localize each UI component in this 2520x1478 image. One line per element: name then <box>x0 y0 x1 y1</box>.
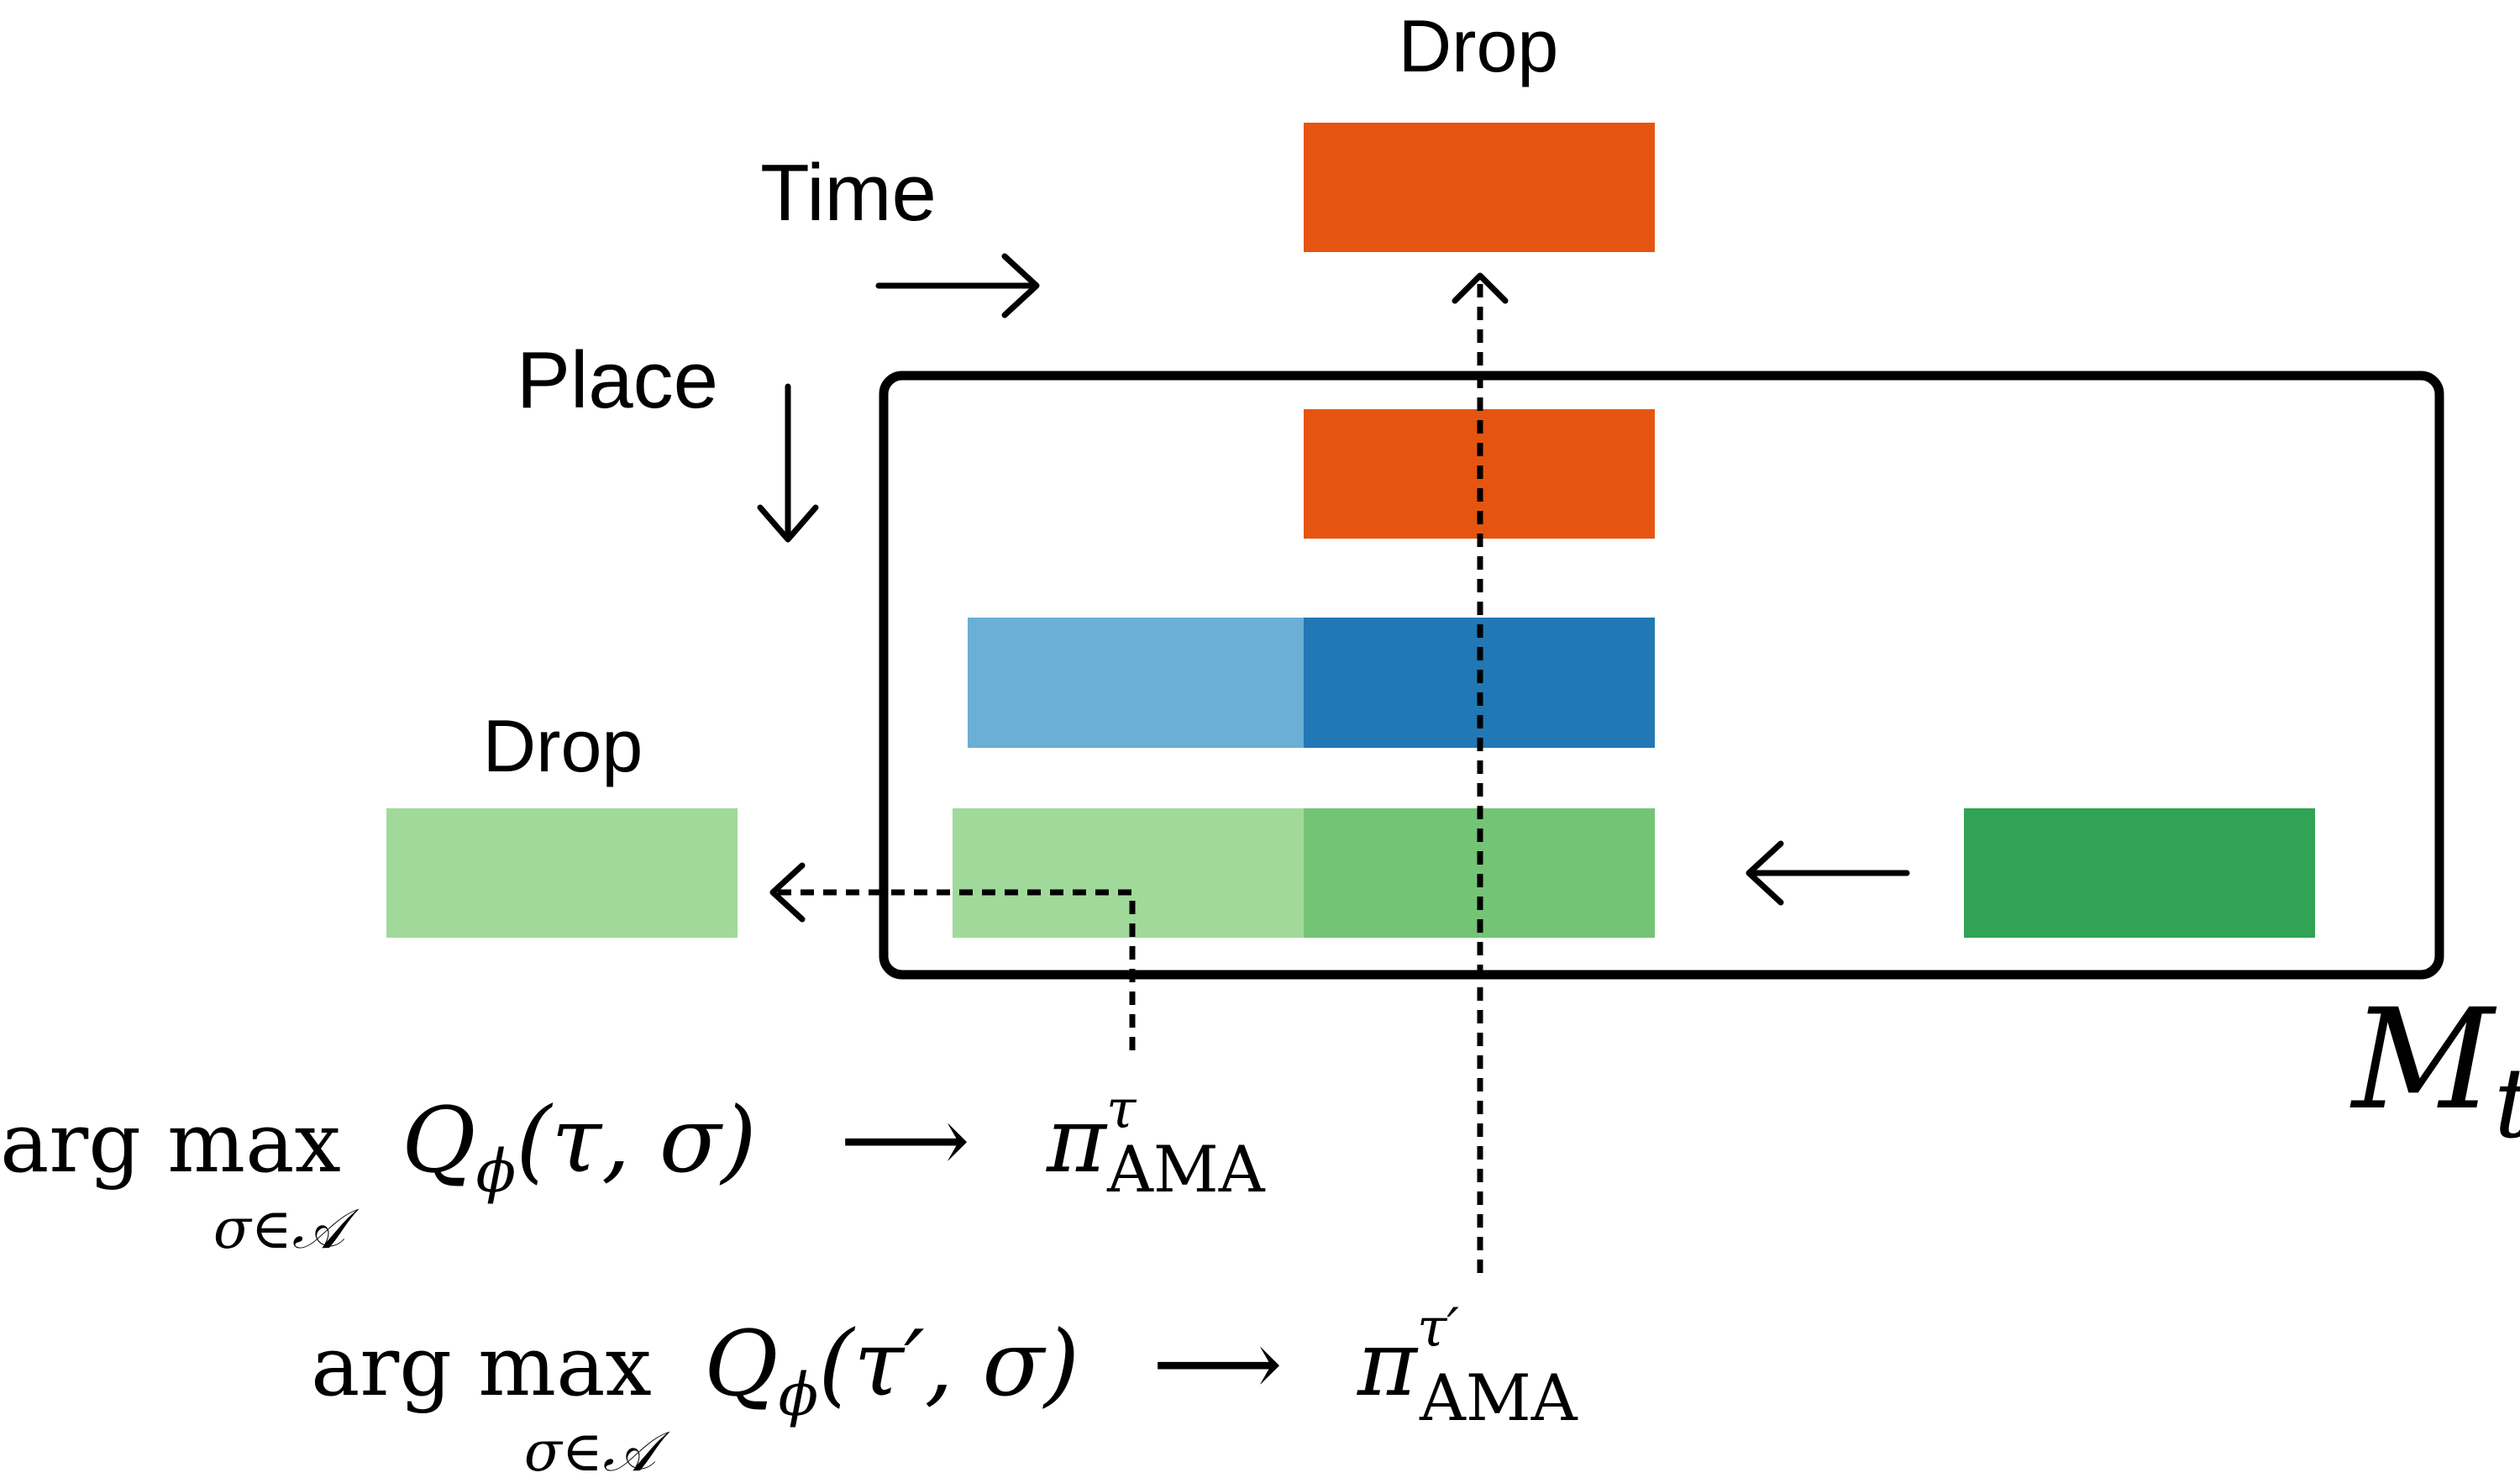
q-subscript: ϕ <box>779 1360 819 1429</box>
dashed-drop-top-arrowhead-icon <box>1452 272 1509 304</box>
maps-to-arrow-icon: ⟶ <box>1152 1312 1283 1417</box>
memory-box <box>879 371 2444 980</box>
formula-tau-prime: arg max σ∈𝒜 Qϕ(τ′, σ) ⟶ πτ′ AMA <box>311 1297 1578 1478</box>
q-subscript: ϕ <box>476 1137 517 1206</box>
q-arguments: (τ, σ) <box>516 1088 756 1193</box>
pi-subscript: AMA <box>1419 1360 1578 1435</box>
policy-label: πτ′ <box>1357 1297 1459 1417</box>
time-label: Time <box>760 148 937 238</box>
dropped-green-block <box>386 808 738 938</box>
memory-label: Mt <box>2349 979 2520 1160</box>
maps-to-arrow-icon: ⟶ <box>840 1088 970 1193</box>
argmax-constraint: σ∈𝒜 <box>213 1197 360 1261</box>
blue-light-block <box>968 618 1305 748</box>
argmax-operator: arg max <box>311 1319 652 1415</box>
incoming-green-block <box>1964 808 2315 938</box>
place-label: Place <box>517 335 718 425</box>
dropped-orange-block <box>1304 123 1655 252</box>
drop-top-label: Drop <box>1399 4 1559 87</box>
incoming-arrow-icon <box>1746 840 1910 906</box>
pi-superscript: τ′ <box>1417 1297 1459 1360</box>
memory-subscript: t <box>2494 1048 2520 1160</box>
place-arrow-icon <box>757 383 819 543</box>
pi-symbol: π <box>1357 1312 1419 1417</box>
pi-subscript: AMA <box>1106 1132 1266 1207</box>
q-function: Qϕ(τ, σ) <box>402 1088 757 1206</box>
pi-symbol: π <box>1046 1088 1108 1193</box>
time-arrow-icon <box>875 253 1040 318</box>
formula-tau: arg max σ∈𝒜 Qϕ(τ, σ) ⟶ πτ AMA <box>0 1079 1266 1261</box>
dashed-drop-left-arrowhead-icon <box>769 862 806 923</box>
q-symbol: Q <box>704 1312 779 1417</box>
policy-label: πτ <box>1046 1079 1137 1193</box>
green-mid-block <box>1304 808 1655 938</box>
pi-superscript: τ <box>1106 1079 1137 1141</box>
q-arguments: (τ′, σ) <box>818 1312 1079 1417</box>
argmax-operator: arg max <box>0 1096 341 1191</box>
q-symbol: Q <box>402 1088 476 1193</box>
argmax-constraint: σ∈𝒜 <box>524 1419 670 1478</box>
q-function: Qϕ(τ′, σ) <box>704 1312 1079 1429</box>
drop-left-label: Drop <box>483 704 643 787</box>
dashed-drop-left-path <box>773 889 1136 1050</box>
green-light-block <box>953 808 1305 938</box>
memory-symbol: M <box>2349 979 2497 1140</box>
